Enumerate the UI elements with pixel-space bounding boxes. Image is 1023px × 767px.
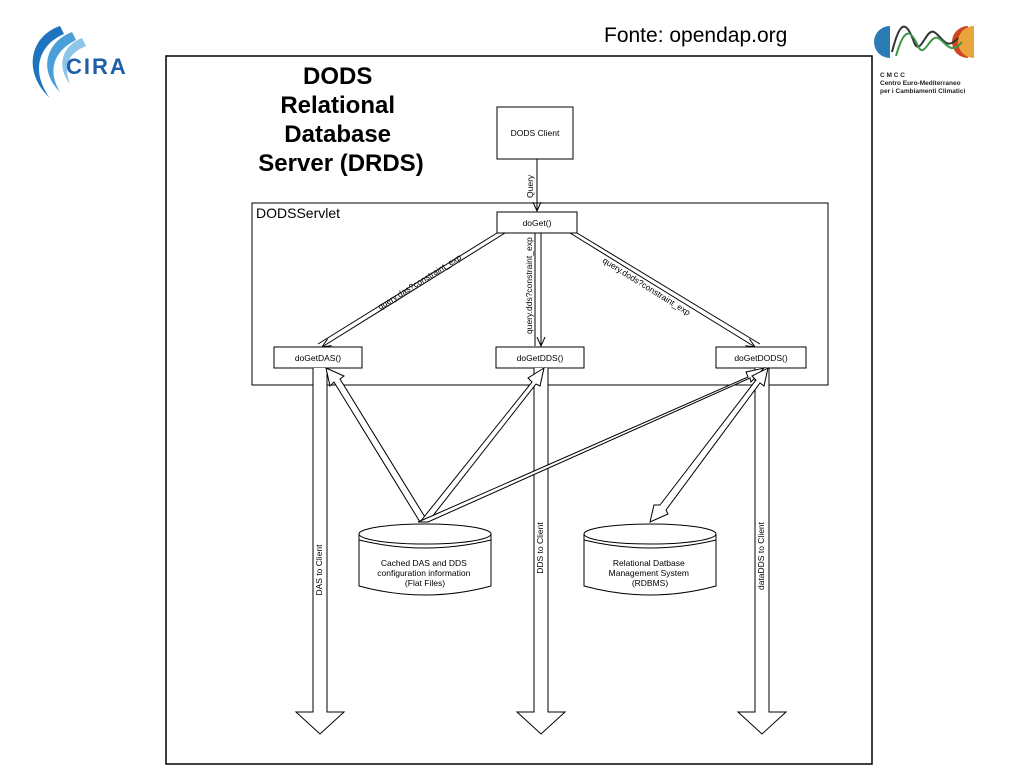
cache-label-line-1: Cached DAS and DDS bbox=[381, 558, 467, 568]
dods-output-arrow bbox=[736, 368, 788, 735]
cmcc-line1: Centro Euro-Mediterraneo bbox=[880, 80, 961, 87]
rdbms-label-line-3: (RDBMS) bbox=[632, 578, 669, 588]
edge-doget-das-b bbox=[322, 232, 506, 347]
cmcc-text: C M C C Centro Euro-Mediterraneo per i C… bbox=[880, 72, 965, 96]
diagram-frame bbox=[165, 55, 873, 765]
das-output-arrow bbox=[294, 368, 346, 735]
rdbms-label-line-2: Management System bbox=[609, 568, 689, 578]
dds-output-label: DDS to Client bbox=[535, 522, 545, 574]
edge-doget-dods-b bbox=[569, 232, 755, 347]
rdbms-datastore: Relational Datbase Management System (RD… bbox=[583, 523, 717, 596]
dods-client-node bbox=[496, 106, 574, 160]
diagram-title: DODS Relational Database Server (DRDS) bbox=[258, 63, 423, 177]
cache-label: Cached DAS and DDS configuration informa… bbox=[377, 558, 472, 588]
dods-rdbms-arrow bbox=[649, 367, 769, 523]
title-line-1: DODS bbox=[303, 63, 372, 90]
cmcc-line2: per i Cambiamenti Climatici bbox=[880, 88, 966, 95]
doget-node bbox=[496, 211, 578, 234]
cache-to-das-arrow bbox=[325, 367, 429, 523]
dogetdas-label: doGetDAS() bbox=[295, 353, 341, 363]
cmcc-abbrev: C M C C bbox=[880, 72, 905, 79]
cache-to-dds-arrow bbox=[418, 366, 545, 523]
cira-logo: CIRA bbox=[32, 26, 128, 98]
cira-logo-text: CIRA bbox=[66, 54, 128, 79]
cmcc-logo bbox=[874, 25, 974, 58]
cira-swoosh-icon bbox=[32, 26, 86, 98]
dds-output-arrow bbox=[515, 368, 567, 735]
dogetdods-label: doGetDODS() bbox=[734, 353, 788, 363]
cache-datastore: Cached DAS and DDS configuration informa… bbox=[358, 523, 492, 596]
dods-output-label: dataDDS to Client bbox=[756, 521, 766, 590]
das-output-label: DAS to Client bbox=[314, 544, 324, 596]
rdbms-label: Relational Datbase Management System (RD… bbox=[609, 558, 692, 588]
edge-doget-das-a bbox=[317, 232, 498, 345]
title-line-2: Relational bbox=[280, 92, 395, 119]
source-label: Fonte: opendap.org bbox=[604, 24, 788, 47]
query-label: Query bbox=[525, 174, 535, 198]
title-line-3: Database bbox=[284, 121, 391, 148]
servlet-label: DODSServlet bbox=[256, 205, 340, 221]
cache-label-line-2: configuration information bbox=[377, 568, 470, 578]
dogetdds-label: doGetDDS() bbox=[517, 353, 564, 363]
dods-client-label: DODS Client bbox=[511, 128, 560, 138]
cache-label-line-3: (Flat Files) bbox=[405, 578, 445, 588]
dds-query-label: query.dds?constraint_exp bbox=[524, 237, 534, 334]
title-line-4: Server (DRDS) bbox=[258, 150, 423, 177]
edge-doget-dods-a bbox=[576, 232, 761, 345]
rdbms-label-line-1: Relational Datbase bbox=[613, 558, 685, 568]
doget-label: doGet() bbox=[523, 218, 552, 228]
